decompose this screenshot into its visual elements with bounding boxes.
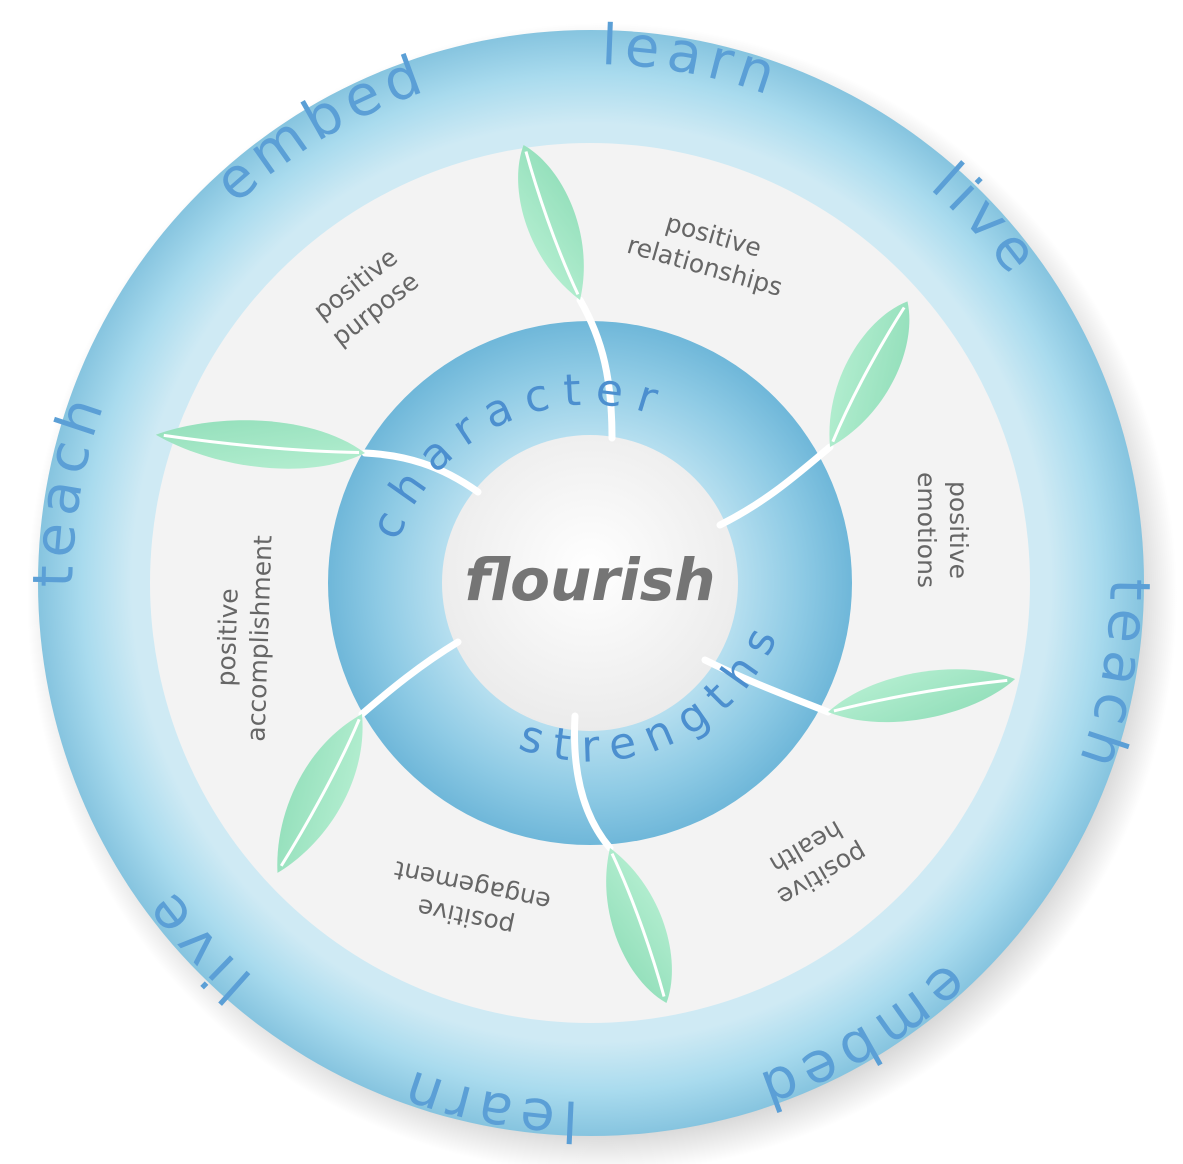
domain-line: accomplishment xyxy=(241,535,277,743)
leaf-upper-right-icon xyxy=(829,301,910,447)
stem-bottom xyxy=(571,712,614,852)
domain-positive-emotions: positive emotions xyxy=(912,472,973,588)
domain-line: emotions xyxy=(912,472,941,588)
leaf-upper-left-icon xyxy=(155,420,365,469)
leaves xyxy=(155,144,1016,1004)
leaf-lower-left-icon xyxy=(277,714,363,873)
leaf-lower-right-icon xyxy=(828,669,1016,723)
stem-lower-right xyxy=(701,656,832,716)
stem-upper-right xyxy=(716,443,834,529)
domain-line: positive xyxy=(944,481,973,579)
domain-line: positive xyxy=(211,588,243,687)
domain-positive-accomplishment: positive accomplishment xyxy=(211,535,277,743)
leaf-top-icon xyxy=(518,144,584,300)
center-label: flourish xyxy=(464,546,715,614)
stems xyxy=(358,296,834,852)
stem-upper-left xyxy=(361,449,482,496)
stem-top xyxy=(576,296,616,442)
leaf-bottom-icon xyxy=(606,848,672,1004)
stem-lower-left xyxy=(358,638,462,718)
center-disc xyxy=(442,435,738,731)
